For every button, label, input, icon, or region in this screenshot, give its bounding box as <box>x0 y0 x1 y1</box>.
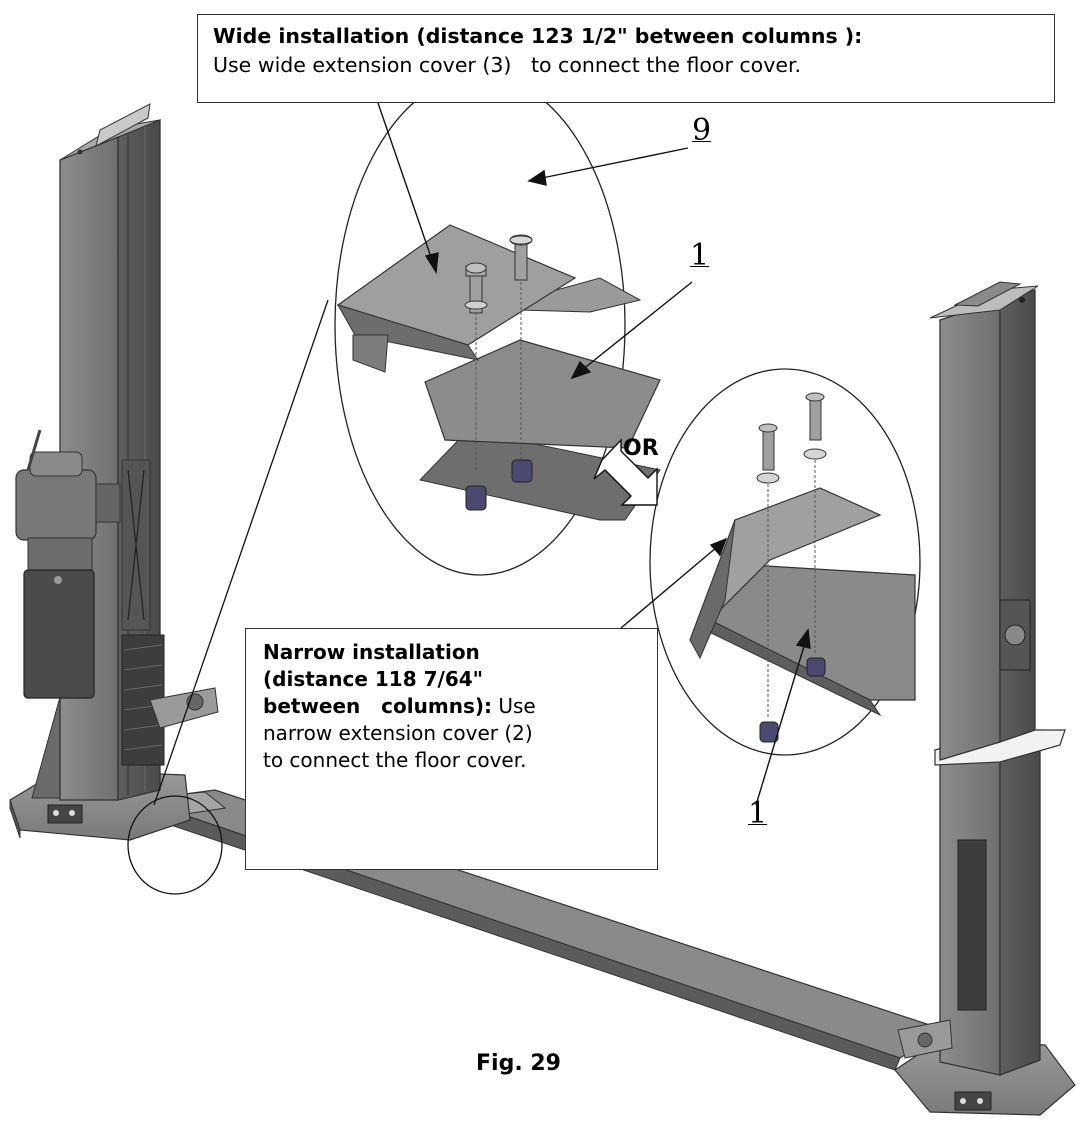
narrow-note-line-3: between columns): Use <box>263 693 657 720</box>
motor-pump-unit <box>15 429 121 699</box>
or-double-arrow <box>593 438 658 506</box>
wide-detail-ellipse <box>334 74 661 576</box>
right-column <box>894 281 1076 1116</box>
figure-caption: Fig. 29 <box>476 1051 561 1076</box>
left-column <box>9 103 219 841</box>
narrow-note-text-2: narrow extension cover (2) <box>263 721 533 745</box>
leader-lines <box>377 102 811 806</box>
narrow-installation-note: Narrow installation (distance 118 7/64" … <box>245 628 658 870</box>
wide-note-text: Use wide extension cover (3) to connect … <box>213 53 802 77</box>
narrow-note-heading-1: Narrow installation <box>263 640 480 664</box>
narrow-note-heading-2: (distance 118 7/64" <box>263 667 484 691</box>
callout-cover-number-upper: 1 <box>690 238 710 273</box>
callout-bolt-number: 9 <box>692 113 712 148</box>
detail-locator-circle <box>127 795 223 895</box>
wide-note-heading: Wide installation (distance 123 1/2" bet… <box>213 24 863 48</box>
callout-cover-number-lower: 1 <box>748 796 768 831</box>
or-label: OR <box>623 436 659 461</box>
narrow-note-heading-3: between columns): <box>263 694 492 718</box>
narrow-note-text-1: Use <box>491 694 536 718</box>
narrow-detail-ellipse <box>649 368 921 756</box>
wide-installation-note: Wide installation (distance 123 1/2" bet… <box>197 14 1055 103</box>
narrow-note-text-3: to connect the floor cover. <box>263 748 527 772</box>
